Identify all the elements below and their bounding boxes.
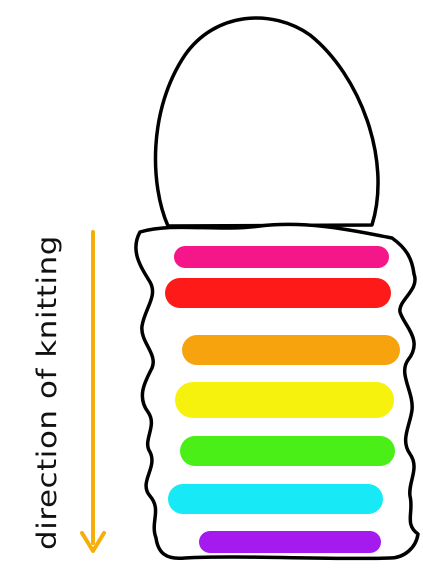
top-egg-shape	[155, 18, 378, 226]
direction-label: direction of knitting	[32, 235, 63, 550]
direction-arrow	[82, 232, 104, 551]
